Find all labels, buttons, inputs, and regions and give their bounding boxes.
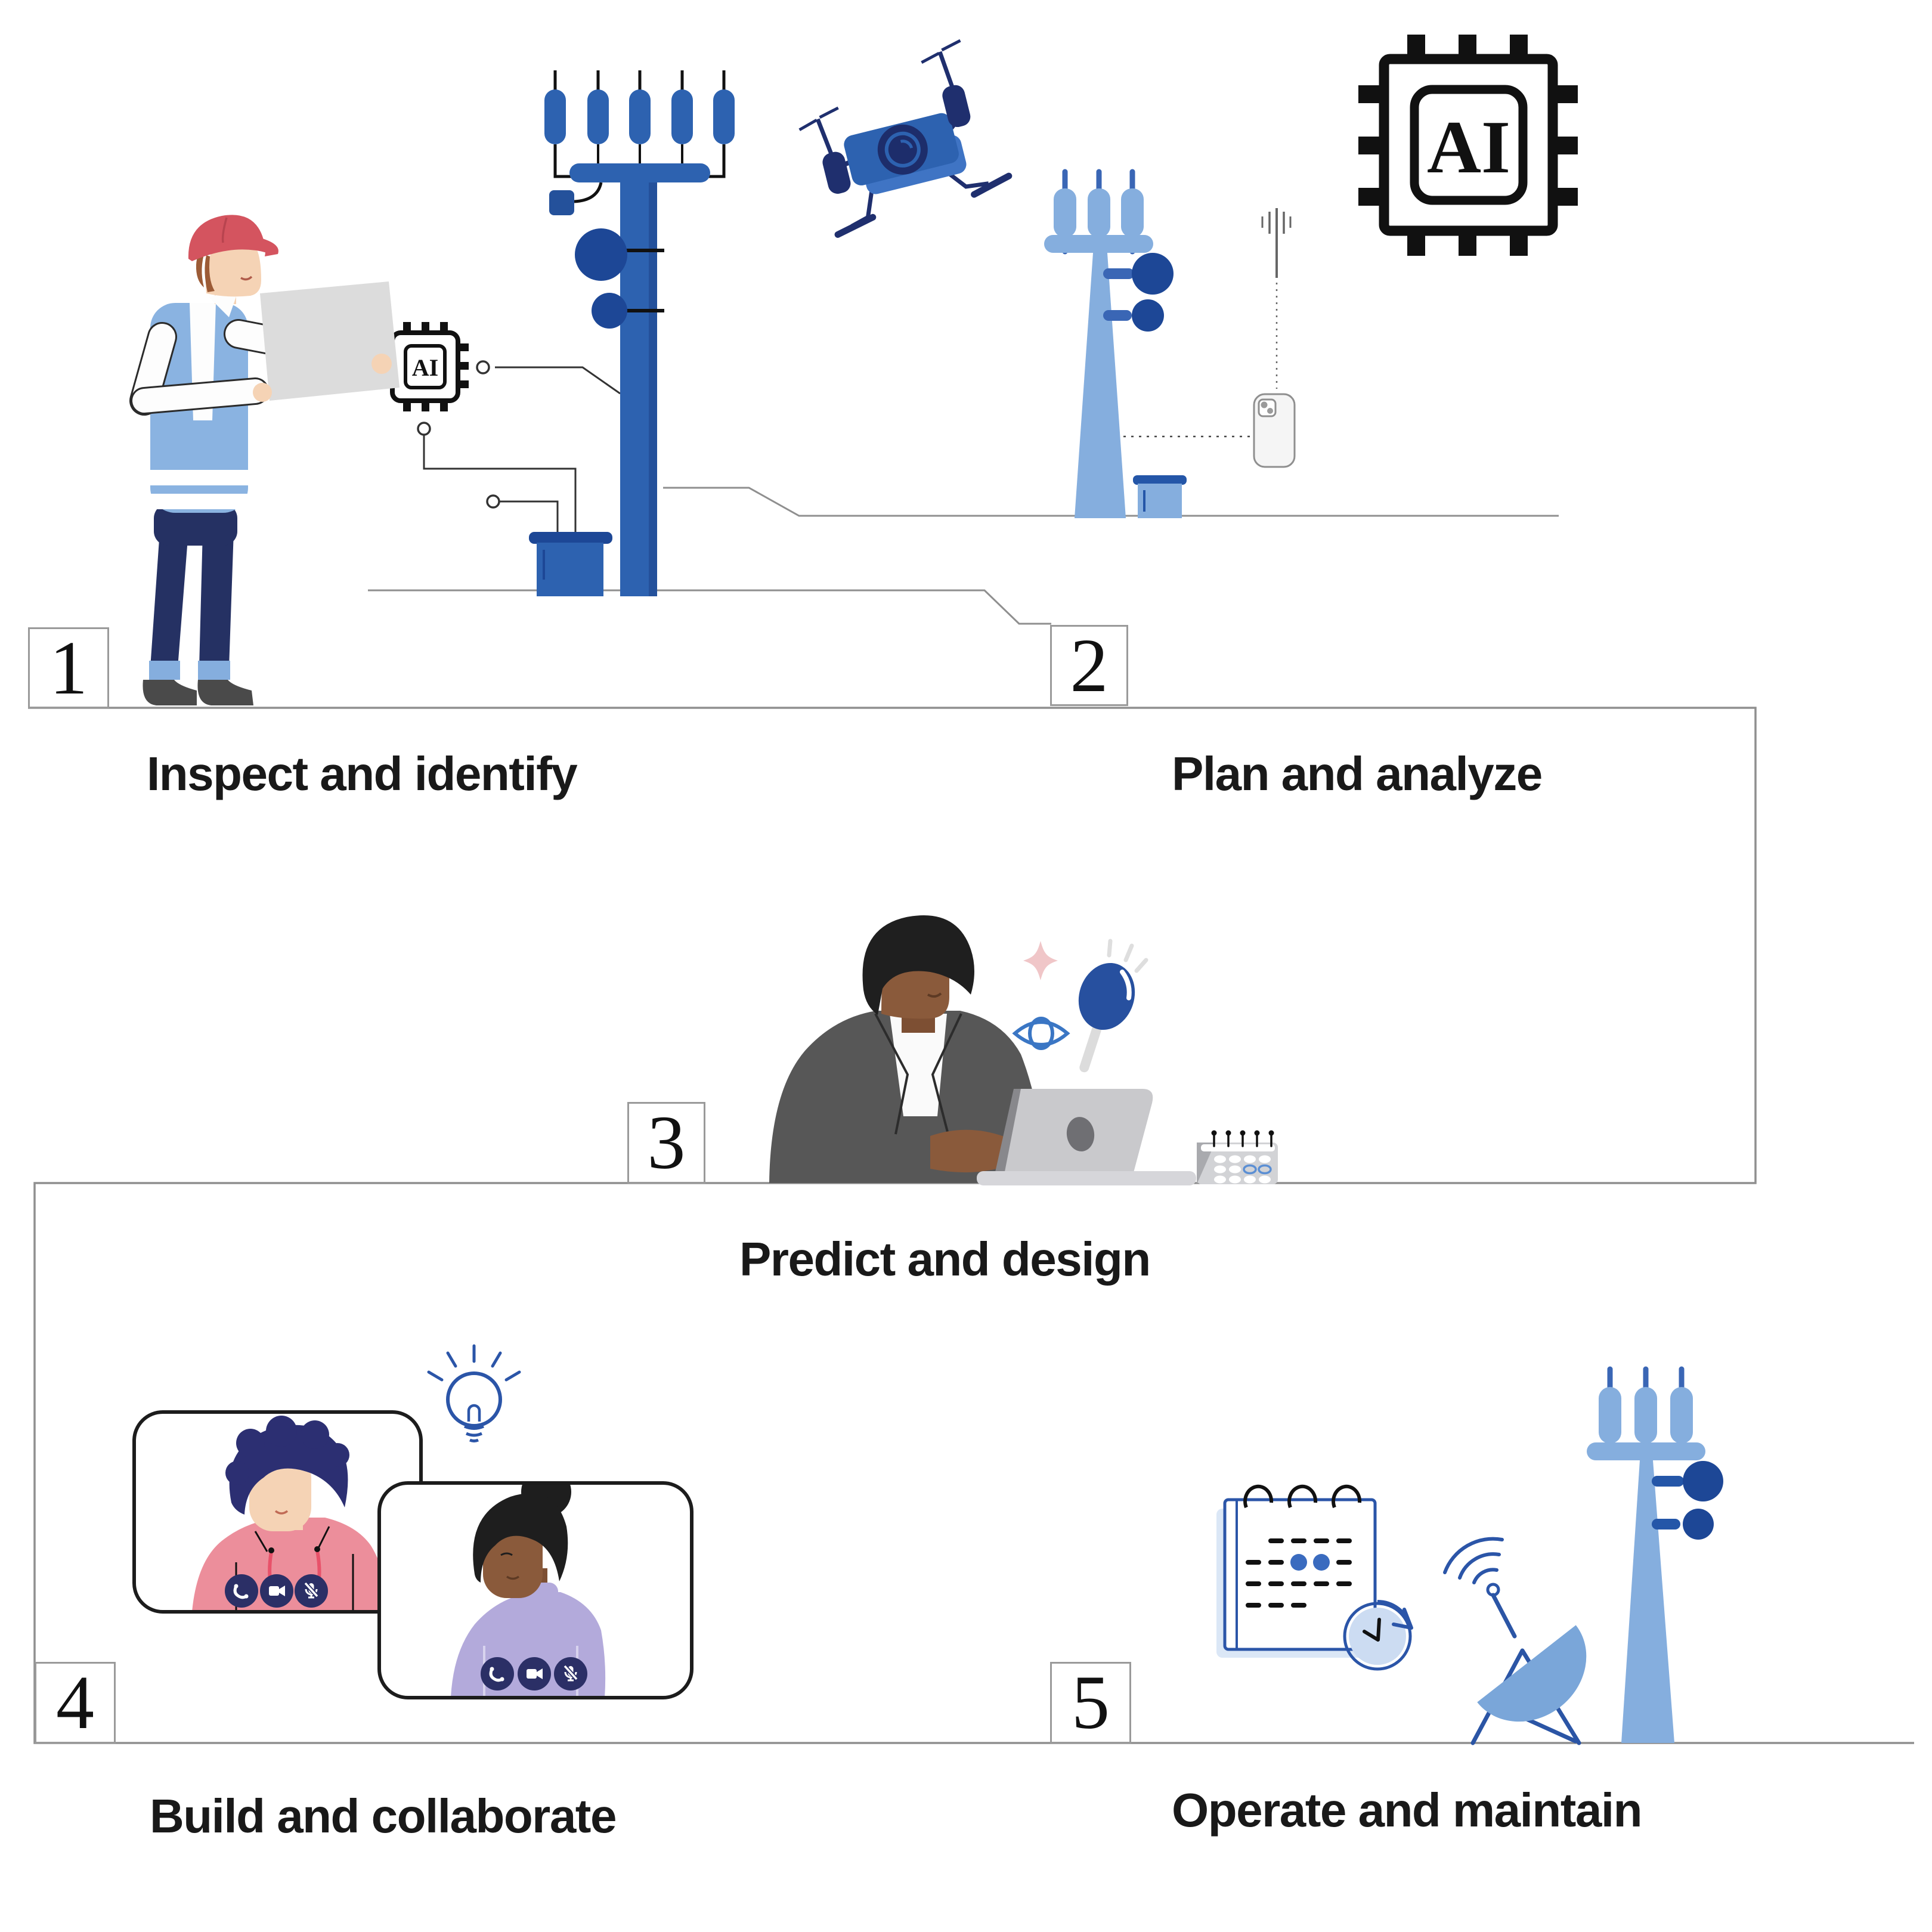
phone-call-button (481, 1657, 514, 1690)
circuit-trace (417, 360, 621, 532)
satellite-dish-icon (1470, 1593, 1587, 1745)
worker-shoe (197, 680, 253, 705)
signal-waves-icon (1261, 208, 1292, 389)
phone-icon (489, 1667, 504, 1682)
step-5-label: Operate and maintain (1172, 1784, 1642, 1837)
drone-icon (798, 39, 1013, 238)
ground-line-scene1 (368, 589, 1051, 625)
video-camera-icon (269, 1586, 285, 1596)
worker-shoe (143, 680, 197, 705)
mic-muted-icon (304, 1581, 319, 1599)
step-3-number-box: 3 (627, 1100, 705, 1185)
step-4-number-box: 4 (35, 1660, 116, 1745)
clock-icon (1343, 1600, 1413, 1671)
video-call-frame-2 (377, 1481, 693, 1699)
step-2-number-box: 2 (1050, 623, 1128, 708)
transformer-circle (592, 293, 627, 329)
laptop-icon (977, 1089, 1196, 1185)
blueprint-paper (260, 281, 400, 401)
utility-pole-1-icon (529, 70, 735, 596)
phone-call-button (225, 1574, 258, 1608)
step-1-label: Inspect and identify (147, 747, 578, 800)
call-controls (225, 1574, 328, 1608)
ai-chip-icon-small: AI (382, 322, 469, 411)
calendar-icon (1216, 1484, 1377, 1658)
hard-hat (188, 215, 267, 261)
magnifier-icon (1078, 939, 1148, 1073)
transformer-circle (1683, 1509, 1714, 1540)
transformer-circle (1132, 253, 1174, 295)
video-button (260, 1574, 293, 1608)
sparkle-icon (1023, 941, 1058, 980)
video-button (518, 1657, 551, 1690)
wifi-icon (1443, 1537, 1504, 1597)
step-1-number-box: 1 (28, 626, 109, 710)
utility-pole-3-icon (1587, 1366, 1723, 1743)
lightbulb-icon (427, 1344, 521, 1442)
step-3-label: Predict and design (739, 1233, 1151, 1286)
call-controls (481, 1657, 587, 1690)
step-5-number-box: 5 (1050, 1660, 1131, 1745)
mute-button (554, 1657, 587, 1690)
analyst-illustration (769, 915, 1045, 1183)
ai-chip-icon-large: AI (1358, 35, 1578, 256)
desk-calendar-icon (1197, 1130, 1278, 1184)
transformer-circle (1683, 1461, 1723, 1501)
transformer-circle (575, 228, 627, 281)
eye-icon (1012, 1017, 1070, 1050)
step-2-label: Plan and analyze (1172, 747, 1543, 800)
ai-chip-small-label: AI (412, 354, 438, 381)
utility-pole-2-icon (1044, 169, 1187, 518)
transformer-circle (1132, 299, 1164, 332)
mic-muted-icon (563, 1664, 578, 1682)
video-camera-icon (527, 1668, 543, 1679)
phone-icon (233, 1584, 248, 1599)
worker-illustration (129, 215, 400, 705)
ai-chip-large-label: AI (1427, 106, 1510, 189)
mute-button (295, 1574, 328, 1608)
step-4-label: Build and collaborate (150, 1789, 617, 1843)
smartphone-icon (1253, 393, 1296, 468)
video-call-frame-1 (132, 1410, 423, 1614)
